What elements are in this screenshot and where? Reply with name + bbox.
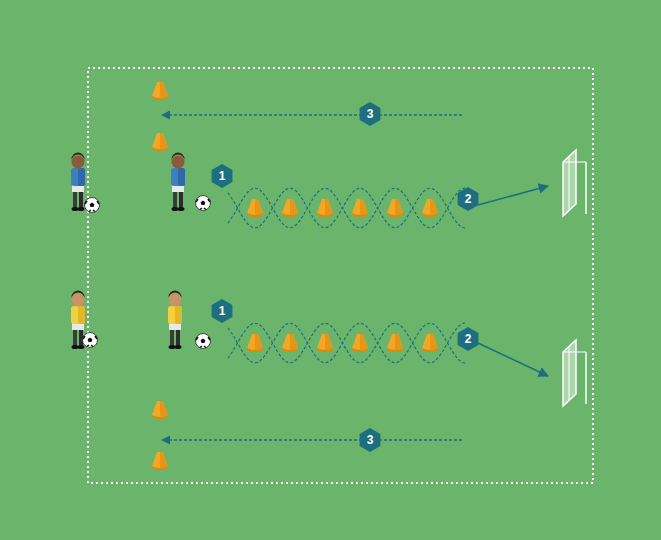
callout-badge <box>458 327 479 351</box>
callout-number: 1 <box>211 165 233 187</box>
return-run-arrow <box>162 439 462 440</box>
player-yellow <box>168 291 182 350</box>
dribble-path <box>228 323 465 363</box>
player-blue <box>171 153 185 212</box>
cone <box>352 199 368 217</box>
cone <box>152 401 168 419</box>
dribble-paths <box>228 188 465 363</box>
dribble-path <box>228 188 465 228</box>
player-blue <box>71 153 85 212</box>
callout-badge <box>212 299 233 323</box>
cone <box>152 82 168 100</box>
cone <box>422 334 438 352</box>
cone <box>247 199 263 217</box>
callout-number: 2 <box>457 328 479 350</box>
cone <box>152 133 168 151</box>
callout-number: 1 <box>211 300 233 322</box>
cone <box>387 199 403 217</box>
callout-badge <box>360 428 381 452</box>
cone <box>152 452 168 470</box>
callout-number: 3 <box>359 429 381 451</box>
goal <box>563 150 586 216</box>
dribble-path <box>228 188 465 228</box>
cone <box>282 199 298 217</box>
cone <box>352 334 368 352</box>
callout-badge <box>360 102 381 126</box>
return-run-arrow <box>162 114 462 115</box>
cone <box>317 199 333 217</box>
cone <box>317 334 333 352</box>
ball <box>196 196 211 211</box>
ball <box>85 198 100 213</box>
shot-arrow <box>478 186 548 205</box>
shot-arrow <box>478 343 548 376</box>
cone <box>247 334 263 352</box>
ball <box>196 334 211 349</box>
cone <box>387 334 403 352</box>
callout-badges <box>212 102 479 452</box>
callout-number: 2 <box>457 188 479 210</box>
pitch-boundary <box>88 68 593 483</box>
ball <box>83 333 98 348</box>
callout-number: 3 <box>359 103 381 125</box>
callout-badge <box>458 187 479 211</box>
cone <box>282 334 298 352</box>
callout-badge <box>212 164 233 188</box>
cone <box>422 199 438 217</box>
dribble-path <box>228 323 465 363</box>
goal <box>563 340 586 406</box>
